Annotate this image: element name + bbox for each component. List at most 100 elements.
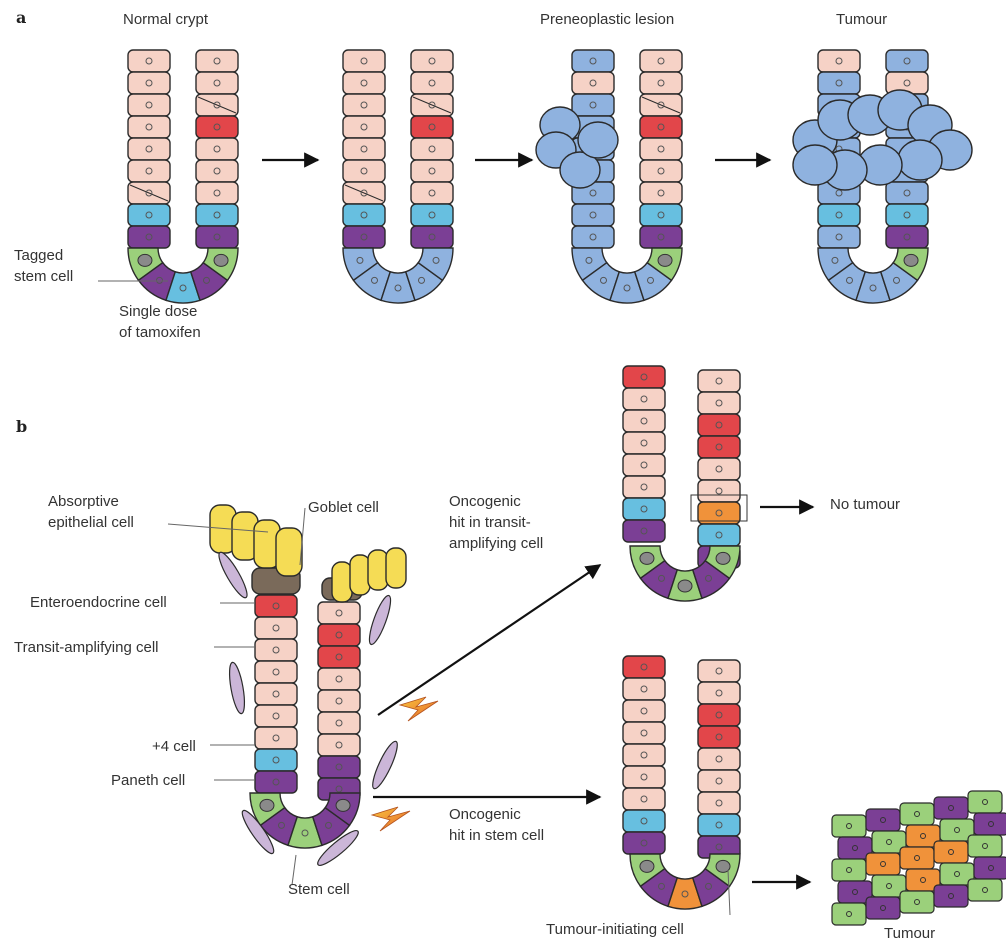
cell [196,116,238,138]
label-tumour-initiating-cell: Tumour-initiating cell [546,920,684,939]
cell [818,72,860,94]
label-absorptive-line1: Absorptive [48,492,119,511]
cell [698,770,740,792]
paneth-granule [260,799,274,811]
cell [318,756,360,778]
cell [818,204,860,226]
paneth-granule [678,580,692,592]
cell [128,72,170,94]
tamoxifen-line1: Single dose [119,302,197,321]
tagged-stem-cell-line1: Tagged [14,246,63,265]
label-enteroendocrine-cell: Enteroendocrine cell [30,593,167,612]
cell [572,94,614,116]
cell [343,204,385,226]
cell [196,50,238,72]
cell [698,682,740,704]
label-no-tumour: No tumour [830,495,900,514]
cell [343,116,385,138]
cell [698,748,740,770]
cell [886,50,928,72]
cell [196,160,238,182]
hit-transit-line2: hit in transit- [449,513,531,532]
paneth-granule [138,254,152,266]
cell [343,50,385,72]
label-stem-cell: Stem cell [288,880,350,899]
arrow [378,565,600,715]
paneth-granule [336,799,350,811]
cell [128,138,170,160]
cell [623,656,665,678]
fibroblast [365,594,394,647]
paneth-granule [640,552,654,564]
cell [640,204,682,226]
cell [411,204,453,226]
tumour-cell [968,835,1002,857]
title-normal-crypt: Normal crypt [123,10,208,29]
lightning-bolt [400,697,438,721]
cell [623,700,665,722]
cell [255,727,297,749]
paneth-granule [640,860,654,872]
cell [623,810,665,832]
cell [572,226,614,248]
cell [623,832,665,854]
cell [128,226,170,248]
tagged-stem-cell-line2: stem cell [14,267,73,286]
cell [698,704,740,726]
cell [623,432,665,454]
tumour-cell [866,809,900,831]
cell [623,744,665,766]
cell [640,50,682,72]
tumour-cell [934,841,968,863]
cell [698,792,740,814]
lightning-bolt [372,807,410,831]
tumour-cell [866,853,900,875]
hit-transit-line1: Oncogenic [449,492,521,511]
label-tumour-b: Tumour [884,924,935,943]
label-absorptive-line2: epithelial cell [48,513,134,532]
cell [128,204,170,226]
cell [640,72,682,94]
cell [698,726,740,748]
cell [318,646,360,668]
cell [623,678,665,700]
cell [318,712,360,734]
cell [818,226,860,248]
cell [343,160,385,182]
cell [623,410,665,432]
hit-transit-line3: amplifying cell [449,534,543,553]
cell [698,436,740,458]
cell [411,138,453,160]
panel-a-letter: a [16,8,26,27]
cell [698,414,740,436]
cell [411,72,453,94]
cell [818,50,860,72]
cell [698,524,740,546]
paneth-granule [904,254,918,266]
cell [623,366,665,388]
cell [128,50,170,72]
cell [196,204,238,226]
hit-stem-line1: Oncogenic [449,805,521,824]
tumour-cell [832,903,866,925]
tumour-cell [832,815,866,837]
cell [255,771,297,793]
cell [196,226,238,248]
cell [640,160,682,182]
fibroblast [369,739,402,791]
cell [128,116,170,138]
cell [255,617,297,639]
cell [640,182,682,204]
cell [411,50,453,72]
cell [318,668,360,690]
cell [623,520,665,542]
cell [343,94,385,116]
cell [640,226,682,248]
cell [255,639,297,661]
cell [196,182,238,204]
label-goblet-cell: Goblet cell [308,498,379,517]
cell [343,138,385,160]
tumour-cell [900,891,934,913]
cell [196,72,238,94]
tamoxifen-line2: of tamoxifen [119,323,201,342]
